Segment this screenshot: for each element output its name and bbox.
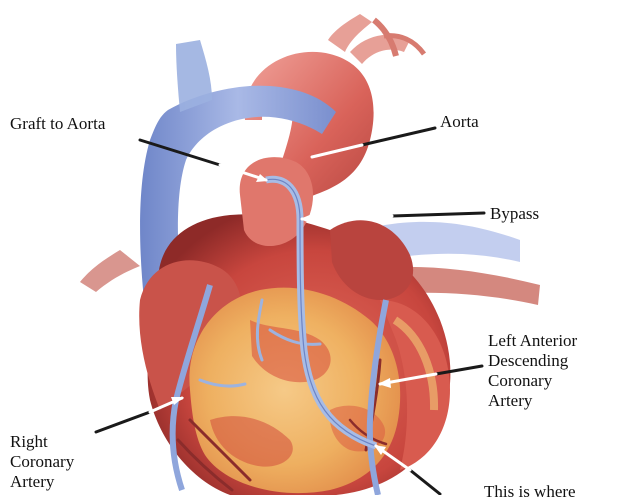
label-right-coronary-artery: Right Coronary Artery (10, 432, 74, 492)
label-bypass: Bypass (490, 204, 539, 224)
aortic-branches (328, 14, 424, 64)
label-left-anterior-descending: Left Anterior Descending Coronary Artery (488, 331, 577, 411)
label-this-is-where: This is where (484, 482, 576, 502)
label-graft-to-aorta: Graft to Aorta (10, 114, 105, 134)
label-aorta: Aorta (440, 112, 479, 132)
